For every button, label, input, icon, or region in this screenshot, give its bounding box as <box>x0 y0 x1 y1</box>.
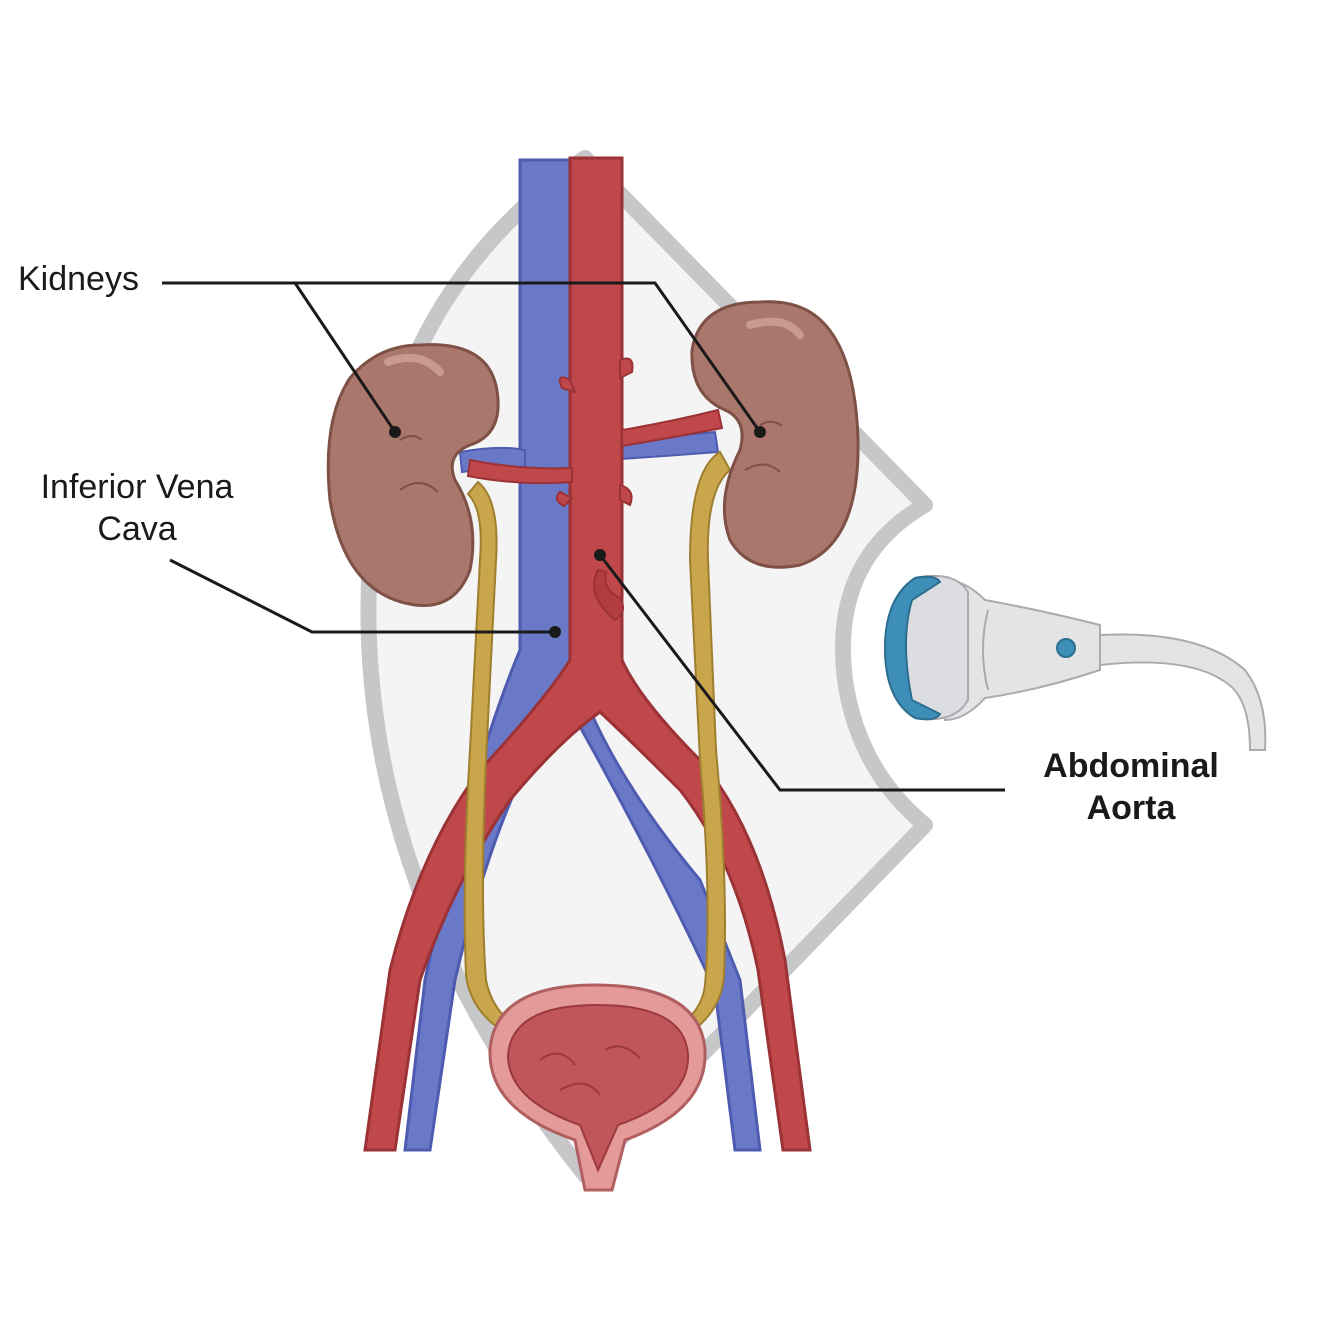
aorta-label-line-1: Abdominal <box>1032 745 1230 787</box>
kidneys-label: Kidneys <box>18 258 139 300</box>
aorta-label-line-2: Aorta <box>1032 787 1230 829</box>
ivc-label-line-1: Inferior Vena <box>30 466 244 508</box>
abdominal-aorta-label: Abdominal Aorta <box>1032 745 1230 829</box>
ultrasound-probe-icon <box>885 576 1265 750</box>
ivc-label-line-2: Cava <box>30 508 244 550</box>
inferior-vena-cava-label: Inferior Vena Cava <box>30 466 244 550</box>
bladder <box>490 985 705 1190</box>
